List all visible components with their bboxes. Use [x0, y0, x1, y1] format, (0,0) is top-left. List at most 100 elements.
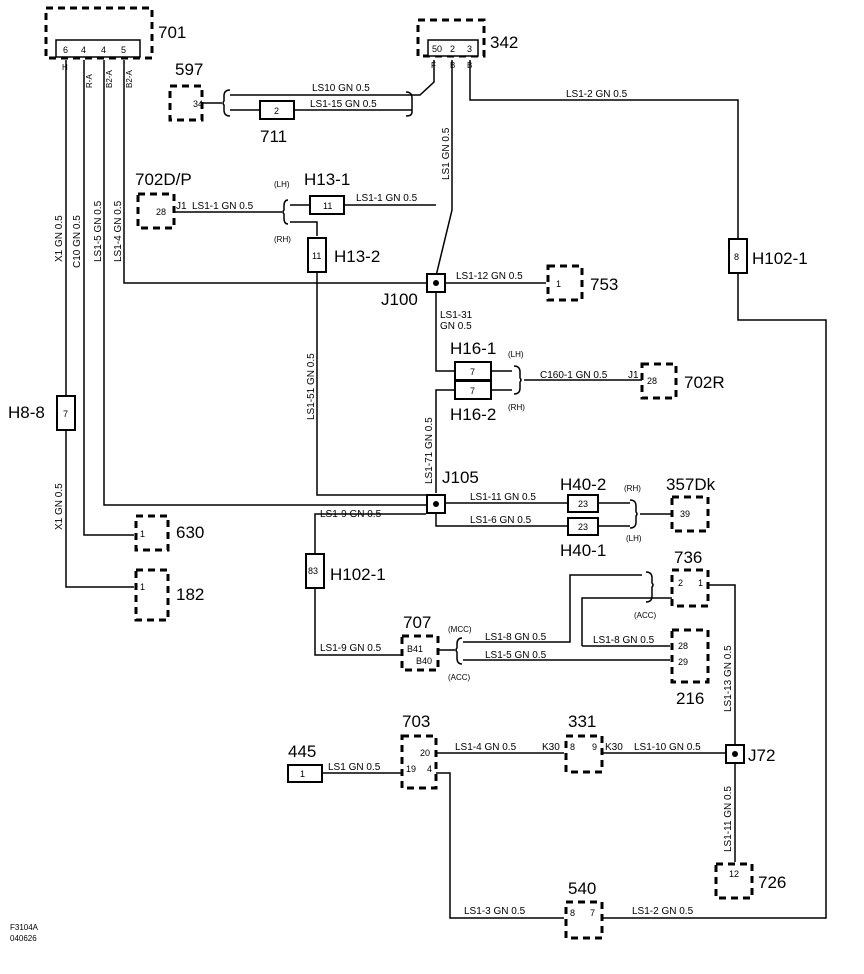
diagram-text: 7: [590, 908, 595, 918]
drawing-code: F3104A: [10, 923, 39, 932]
diagram-text: LS1-2 GN 0.5: [566, 89, 628, 100]
connector-342: 342 50 2 3 F B B: [416, 18, 518, 70]
diagram-text: 8: [570, 908, 575, 918]
label-701: 701: [158, 23, 186, 42]
diagram-text: LS1-2 GN 0.5: [632, 906, 694, 917]
label-h16-1: H16-1: [450, 339, 496, 358]
diagram-text: 3: [467, 44, 472, 54]
label-182: 182: [176, 585, 204, 604]
diagram-text: 4: [427, 764, 432, 774]
diagram-text: R-A: [85, 74, 94, 88]
connector-630: 1 630: [134, 514, 204, 552]
connector-597: 597 34: [168, 60, 204, 122]
diagram-text: LS1-4 GN 0.5: [113, 200, 124, 262]
diagram-text: 28: [647, 376, 657, 386]
diagram-text: 34: [193, 99, 203, 109]
junction-j72: J72: [725, 744, 775, 765]
diagram-text: (ACC): [634, 611, 657, 620]
diagram-text: 2: [678, 578, 683, 588]
wires: [65, 60, 827, 919]
label-h102-1-mid: H102-1: [330, 565, 386, 584]
label-597: 597: [175, 60, 203, 79]
label-h13-1: H13-1: [304, 170, 350, 189]
diagram-text: 8: [570, 742, 575, 752]
diagram-text: 1: [556, 279, 561, 289]
label-753: 753: [590, 275, 618, 294]
diagram-text: 23: [578, 522, 588, 532]
diagram-text: C160-1 GN 0.5: [540, 370, 608, 381]
diagram-text: LS1-15 GN 0.5: [310, 99, 377, 110]
label-702r: 702R: [684, 373, 725, 392]
connector-h8-8: 7 H8-8: [8, 395, 76, 431]
diagram-text: LS1-31: [440, 310, 473, 321]
diagram-text: K30: [542, 742, 560, 753]
diagram-text: (LH): [508, 350, 524, 359]
footer: F3104A 040626: [10, 923, 39, 943]
diagram-text: 1: [698, 578, 703, 588]
diagram-text: (ACC): [448, 673, 471, 682]
connector-h40: 23 23 H40-2 H40-1: [560, 475, 606, 560]
connector-182: 1 182: [134, 568, 204, 622]
label-h102-1-top: H102-1: [752, 249, 808, 268]
diagram-text: J1: [628, 370, 639, 381]
connector-h102-1-mid: 83 H102-1: [305, 553, 386, 589]
label-h8-8: H8-8: [8, 403, 45, 422]
label-736: 736: [674, 548, 702, 567]
diagram-text: X1 GN 0.5: [54, 483, 65, 530]
diagram-text: 12: [729, 869, 739, 879]
diagram-text: 1: [140, 582, 145, 592]
label-j72: J72: [748, 746, 775, 765]
diagram-text: LS1-5 GN 0.5: [93, 200, 104, 262]
diagram-text: (RH): [508, 403, 525, 412]
diagram-text: LS1-5 GN 0.5: [485, 650, 547, 661]
label-726: 726: [758, 873, 786, 892]
diagram-text: B41: [407, 644, 423, 654]
diagram-text: (LH): [626, 534, 642, 543]
label-711: 711: [260, 127, 287, 146]
diagram-text: B: [450, 61, 455, 70]
diagram-text: LS1-1 GN 0.5: [356, 193, 418, 204]
connector-357dk: 39 357Dk: [666, 475, 716, 533]
connector-h16: 7 7 H16-1 H16-2: [450, 339, 496, 424]
connector-736: 2 1 736: [670, 548, 710, 608]
connector-331: 8 9 331: [564, 712, 604, 774]
wire-labels: LS10 GN 0.5 LS1-15 GN 0.5 LS1-2 GN 0.5 J…: [54, 83, 734, 917]
diagram-text: 20: [420, 748, 430, 758]
drawing-date: 040626: [10, 934, 37, 943]
connector-h102-1-top: 8 H102-1: [728, 238, 808, 274]
diagram-text: 2: [274, 106, 279, 116]
diagram-text: B: [467, 61, 472, 70]
diagram-text: B2-A: [105, 70, 114, 88]
connector-726: 12 726: [714, 862, 786, 900]
diagram-text: LS10 GN 0.5: [312, 83, 370, 94]
connector-h13-2: 11 H13-2: [307, 237, 380, 273]
diagram-text: GN 0.5: [440, 321, 472, 332]
connector-445: 1 445: [287, 742, 323, 783]
connector-703: 20 19 4 703: [400, 712, 438, 790]
diagram-text: LS1-8 GN 0.5: [593, 635, 655, 646]
label-h13-2: H13-2: [334, 247, 380, 266]
label-j100: J100: [381, 290, 418, 309]
diagram-text: LS1-6 GN 0.5: [470, 515, 532, 526]
connector-540: 8 7 540: [564, 879, 604, 940]
diagram-text: 11: [323, 201, 332, 211]
diagram-text: LS1-9 GN 0.5: [320, 509, 382, 520]
diagram-text: 2: [450, 44, 455, 54]
connector-753: 1 753: [546, 264, 618, 302]
diagram-text: 11: [312, 251, 321, 261]
qualifiers: (LH) (RH) (LH) (RH) (RH) (LH) (MCC) (ACC…: [222, 89, 657, 682]
diagram-text: 28: [156, 207, 166, 217]
label-707: 707: [403, 613, 431, 632]
label-702dp: 702D/P: [135, 170, 192, 189]
diagram-text: 7: [470, 367, 475, 377]
label-j105: J105: [442, 468, 479, 487]
diagram-text: LS1-3 GN 0.5: [464, 906, 526, 917]
diagram-text: K30: [605, 742, 623, 753]
diagram-text: 83: [308, 566, 318, 576]
diagram-text: 4: [81, 45, 86, 55]
diagram-text: 1: [140, 529, 145, 539]
label-216: 216: [676, 689, 704, 708]
diagram-text: LS1 GN 0.5: [328, 762, 381, 773]
diagram-text: 8: [734, 252, 739, 262]
diagram-text: B2-A: [125, 70, 134, 88]
